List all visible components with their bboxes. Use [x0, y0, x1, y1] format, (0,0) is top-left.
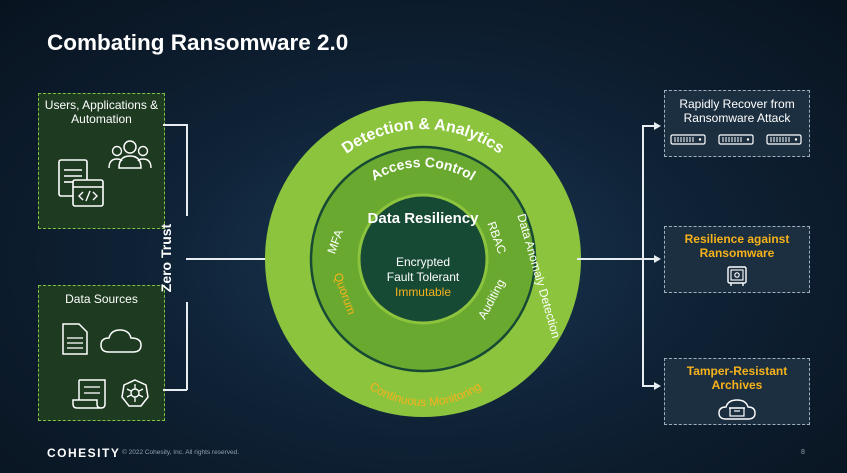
- document-code-icon: [58, 159, 104, 207]
- connector-right-horizontal: [577, 258, 643, 260]
- recover-label: Rapidly Recover from Ransomware Attack: [679, 97, 795, 125]
- cohesity-logo: COHESITY: [47, 446, 121, 460]
- recover-box: Rapidly Recover from Ransomware Attack: [664, 90, 810, 157]
- page-number: 8: [801, 449, 805, 456]
- connector-right-top: [642, 125, 654, 127]
- connector-right-bottom: [642, 385, 654, 387]
- cloud-icon: [100, 329, 142, 353]
- users-apps-label: Users, Applications & Automation: [44, 98, 159, 126]
- core-title: Data Resiliency: [368, 210, 480, 227]
- document-icon: [62, 323, 88, 355]
- core-immutable: Immutable: [395, 285, 451, 299]
- connector-bottom: [163, 389, 187, 391]
- connector-to-circle: [186, 258, 266, 260]
- resilience-box: Resilience against Ransomware: [664, 226, 810, 293]
- safe-icon: [727, 266, 747, 286]
- page-title: Combating Ransomware 2.0: [47, 30, 349, 55]
- arrow-bottom: [654, 382, 661, 390]
- data-sources-box: Data Sources: [38, 285, 165, 421]
- arrow-middle: [654, 255, 661, 263]
- core-circle: [357, 193, 489, 325]
- connector-vertical-lower: [186, 302, 188, 390]
- connector-top: [163, 124, 187, 126]
- kubernetes-icon: [121, 379, 149, 407]
- zero-trust-label: Zero Trust: [158, 223, 174, 293]
- resiliency-rings: Detection & Analytics Access Control Dat…: [265, 101, 581, 417]
- arrow-top: [654, 122, 661, 130]
- users-icon: [108, 140, 152, 169]
- connector-right-middle: [643, 258, 654, 260]
- archives-label: Tamper-Resistant Archives: [686, 364, 788, 392]
- scroll-icon: [72, 379, 106, 409]
- server-icon: [670, 134, 802, 145]
- connector-right-vertical: [642, 125, 644, 386]
- resilience-label: Resilience against Ransomware: [684, 232, 790, 260]
- data-sources-label: Data Sources: [65, 292, 138, 306]
- core-fault-tolerant: Fault Tolerant: [387, 270, 460, 284]
- users-apps-box: Users, Applications & Automation: [38, 93, 165, 229]
- archive-cloud-icon: [718, 399, 756, 420]
- copyright-text: © 2022 Cohesity, Inc. All rights reserve…: [122, 449, 240, 456]
- core-encrypted: Encrypted: [396, 255, 450, 269]
- archives-box: Tamper-Resistant Archives: [664, 358, 810, 425]
- connector-vertical-upper: [186, 124, 188, 216]
